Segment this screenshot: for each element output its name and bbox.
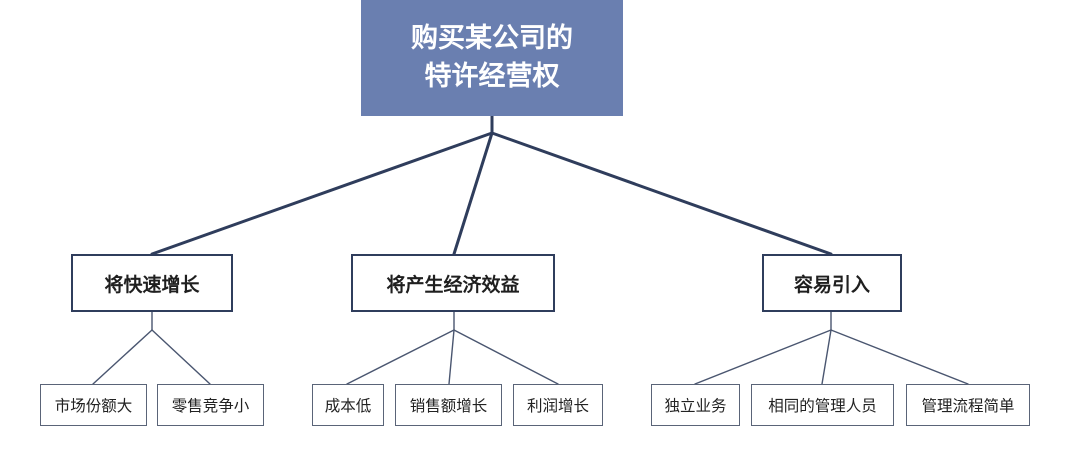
connector-root-to-branch-3 xyxy=(490,131,833,256)
connector-branch-1-leaf-1 xyxy=(92,329,153,385)
root-node-line-1: 购买某公司的 xyxy=(411,23,573,54)
root-node-line-2: 特许经营权 xyxy=(424,61,560,92)
connector-branch-1-leaf-2 xyxy=(151,329,211,385)
leaf-node-low-cost: 成本低 xyxy=(312,384,384,426)
leaf-node-same-managers: 相同的管理人员 xyxy=(751,384,894,426)
connector-branch-3-leaf-2 xyxy=(821,329,832,385)
connector-root-to-branch-2 xyxy=(452,131,494,256)
leaf-node-profit-growth: 利润增长 xyxy=(513,384,603,426)
connector-root-to-branch-1 xyxy=(150,131,494,256)
connector-branch-3-leaf-1 xyxy=(694,329,832,385)
connector-branch-2-leaf-3 xyxy=(453,329,559,385)
branch-node-economic-benefit: 将产生经济效益 xyxy=(351,254,555,312)
branch-node-fast-growth: 将快速增长 xyxy=(71,254,233,312)
root-node: 购买某公司的 特许经营权 xyxy=(361,0,623,116)
connector-branch-3-leaf-3 xyxy=(830,329,969,385)
leaf-node-low-competition: 零售竞争小 xyxy=(157,384,264,426)
connector-branch-2-leaf-2 xyxy=(448,329,455,385)
leaf-node-simple-process: 管理流程简单 xyxy=(906,384,1030,426)
connector-branch-2-leaf-1 xyxy=(346,329,455,385)
leaf-node-independent-business: 独立业务 xyxy=(651,384,740,426)
branch-node-easy-introduction: 容易引入 xyxy=(762,254,902,312)
leaf-node-market-share: 市场份额大 xyxy=(40,384,147,426)
leaf-node-sales-growth: 销售额增长 xyxy=(395,384,502,426)
